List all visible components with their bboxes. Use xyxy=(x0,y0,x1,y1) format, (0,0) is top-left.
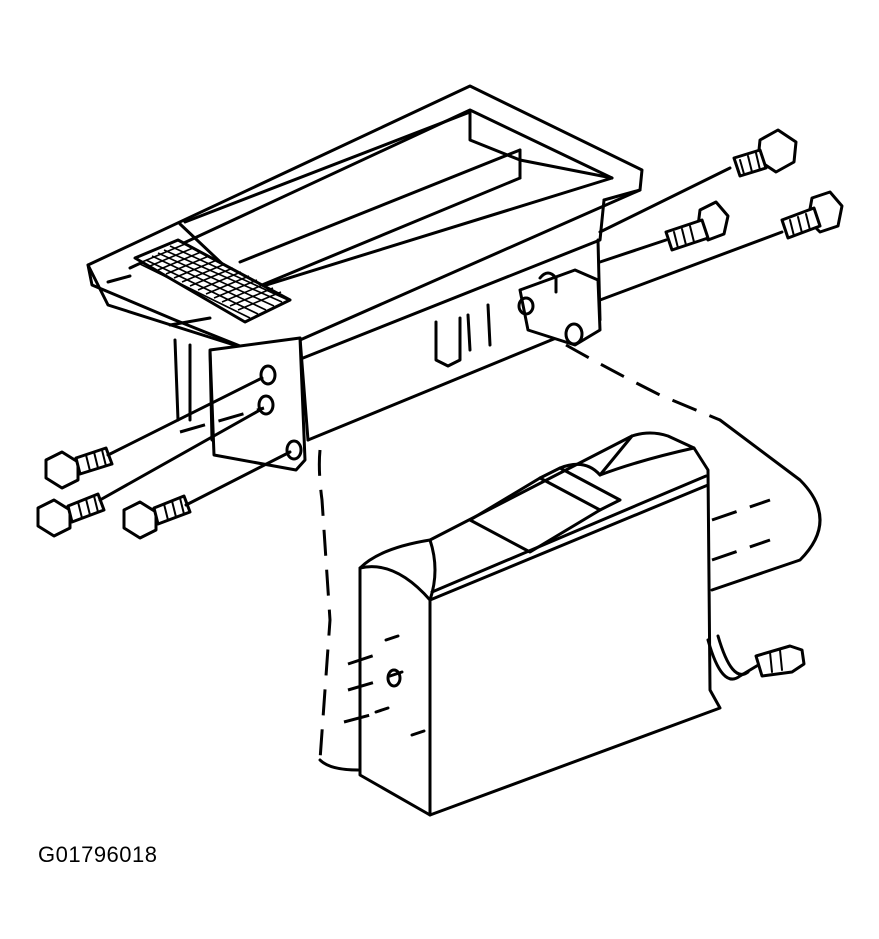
bolt-middle-right xyxy=(664,200,730,252)
bolt-upper-right xyxy=(732,128,798,178)
bolt-far-right xyxy=(780,190,844,240)
wire-harness-connector xyxy=(706,634,806,681)
bolt-lower-left xyxy=(122,494,192,540)
bolt-middle-left xyxy=(36,492,106,538)
figure-id-label: G01796018 xyxy=(38,842,158,867)
alignment-dash-lines xyxy=(317,343,822,772)
bolt-upper-left xyxy=(44,446,114,490)
control-module xyxy=(343,431,722,817)
vent-grille xyxy=(133,238,292,324)
bolt-leader-lines xyxy=(98,166,784,507)
